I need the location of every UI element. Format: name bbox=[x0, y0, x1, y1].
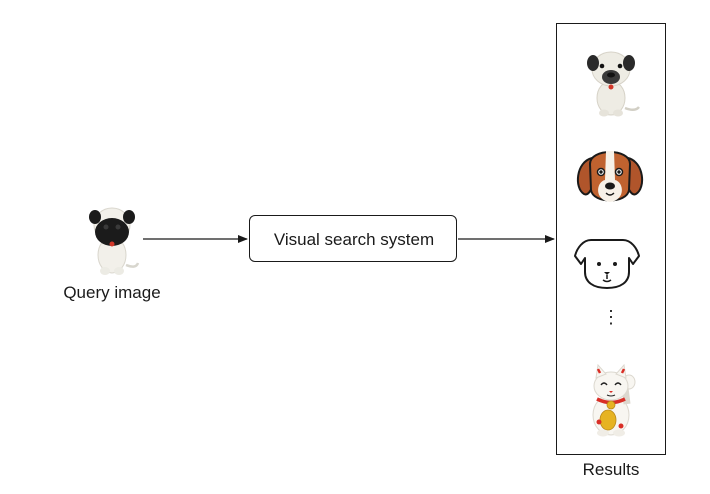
more-results-ellipsis: ⋮ bbox=[602, 307, 620, 327]
results-panel bbox=[556, 23, 666, 455]
lucky-cat-icon bbox=[592, 363, 636, 437]
query-image-label: Query image bbox=[63, 283, 161, 302]
dog-face-outline-icon bbox=[574, 239, 640, 289]
visual-search-system-label: Visual search system bbox=[273, 230, 435, 249]
beagle-dog-face-icon bbox=[576, 151, 644, 202]
pug-dog-icon bbox=[89, 207, 140, 275]
pug-dog-icon bbox=[587, 51, 640, 117]
visual-search-system-box bbox=[249, 215, 457, 262]
results-label: Results bbox=[582, 460, 640, 479]
